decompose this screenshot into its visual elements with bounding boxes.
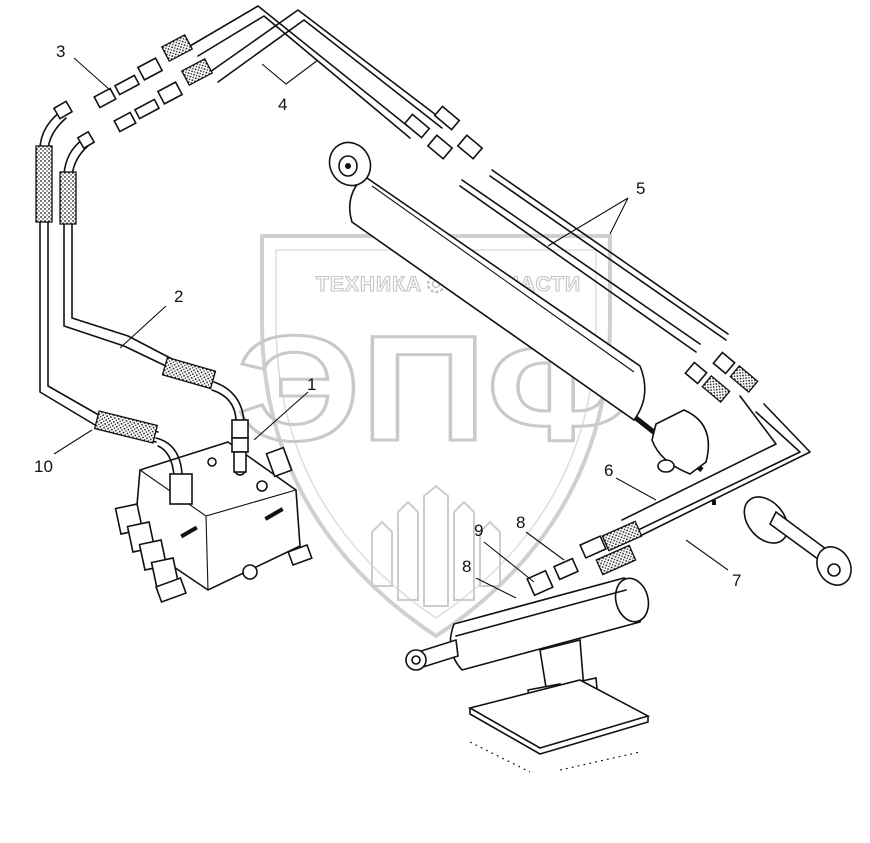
callout-6: 6 xyxy=(604,461,613,480)
callout-4: 4 xyxy=(278,95,287,114)
main-hydraulic-cylinder xyxy=(328,141,710,475)
watermark-shield xyxy=(260,234,612,639)
cylinder-eye xyxy=(328,141,372,187)
watermark-emblem xyxy=(371,484,501,607)
callout-9: 9 xyxy=(474,521,483,540)
callout-3: 3 xyxy=(56,42,65,61)
mounting-bracket xyxy=(467,638,651,773)
callout-10: 10 xyxy=(34,457,53,476)
control-valve-block xyxy=(114,441,313,603)
lower-hoses xyxy=(526,520,643,597)
callout-8-lower: 8 xyxy=(462,557,471,576)
callout-1: 1 xyxy=(307,375,316,394)
callout-2: 2 xyxy=(174,287,183,306)
watermark-text-tehnika: ТЕХНИКА xyxy=(316,273,422,296)
leader-lines xyxy=(53,57,729,599)
right-fittings xyxy=(684,351,759,403)
lift-cylinder xyxy=(405,577,650,671)
callout-labels: 3 4 5 2 1 10 6 7 8 9 8 xyxy=(34,42,741,590)
rod-end-assembly xyxy=(712,496,852,586)
adapter-3 xyxy=(93,74,161,133)
valve-fittings xyxy=(93,356,249,505)
upper-fittings xyxy=(35,33,484,225)
callout-5: 5 xyxy=(636,179,645,198)
callout-8-upper: 8 xyxy=(516,513,525,532)
callout-7: 7 xyxy=(732,571,741,590)
watermark: ТЕХНИКА ЗАПЧАСТИ ЭПФ xyxy=(235,234,638,639)
